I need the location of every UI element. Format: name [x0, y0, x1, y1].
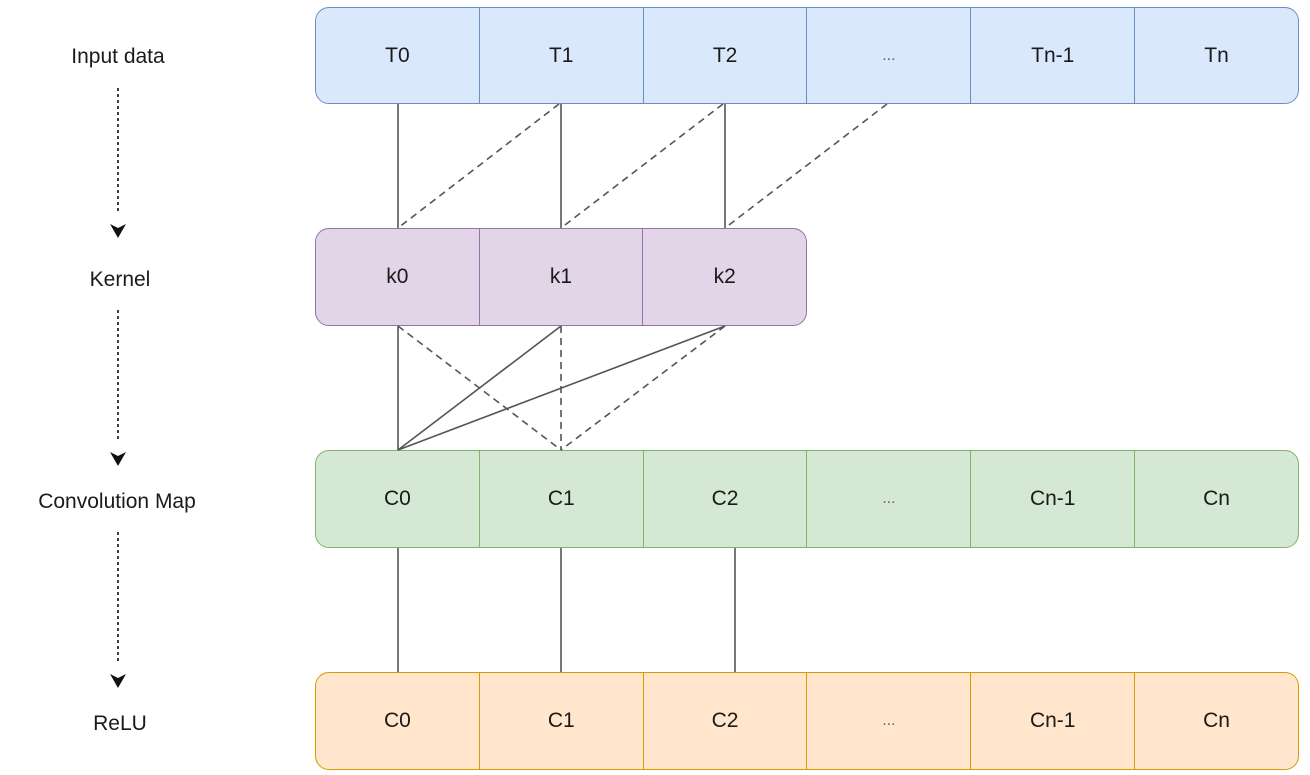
stage-label-input: Input data: [71, 45, 165, 68]
connector-k0-to-C1: [397, 325, 562, 451]
conv-cell: C1: [478, 451, 643, 547]
connector-k1-to-C0: [397, 325, 562, 451]
relu-cell: C0: [383, 709, 411, 732]
stage-label-relu: ReLU: [93, 712, 147, 735]
input-cell: Tn: [1134, 8, 1298, 103]
input-cell: Tn-1: [970, 8, 1134, 103]
stage-label-kernel: Kernel: [89, 268, 151, 291]
arrow-down-icon: [110, 224, 126, 238]
conv-cell: C2: [642, 451, 807, 547]
relu-cell: Cn: [1134, 673, 1298, 769]
relu-cell: C2: [642, 673, 807, 769]
kernel-cell: k0: [386, 265, 409, 288]
connector-...-to-k2: [724, 103, 888, 229]
relu-cell: C1: [478, 673, 643, 769]
arrow-down-icon: [110, 452, 126, 466]
input-cell: T2: [642, 8, 807, 103]
input-cell: ...: [806, 8, 970, 103]
arrow-down-icon: [110, 674, 126, 688]
connector-k2-to-C1: [560, 325, 726, 451]
stage-label-convolution-map: Convolution Map: [38, 490, 196, 513]
kernel-cell: k2: [642, 229, 806, 325]
conv-cell: Cn-1: [970, 451, 1134, 547]
relu-cell: Cn-1: [970, 673, 1134, 769]
connector-T1-to-k0: [397, 103, 560, 229]
conv-cell: C0: [383, 487, 411, 510]
connector-T2-to-k1: [560, 103, 724, 229]
connector-k2-to-C0: [397, 325, 726, 451]
relu-cell: ...: [806, 673, 970, 769]
conv-cell: ...: [806, 451, 970, 547]
conv-cell: Cn: [1134, 451, 1298, 547]
input-cell: T0: [385, 43, 410, 67]
kernel-cell: k1: [478, 229, 643, 325]
input-cell: T1: [478, 8, 643, 103]
